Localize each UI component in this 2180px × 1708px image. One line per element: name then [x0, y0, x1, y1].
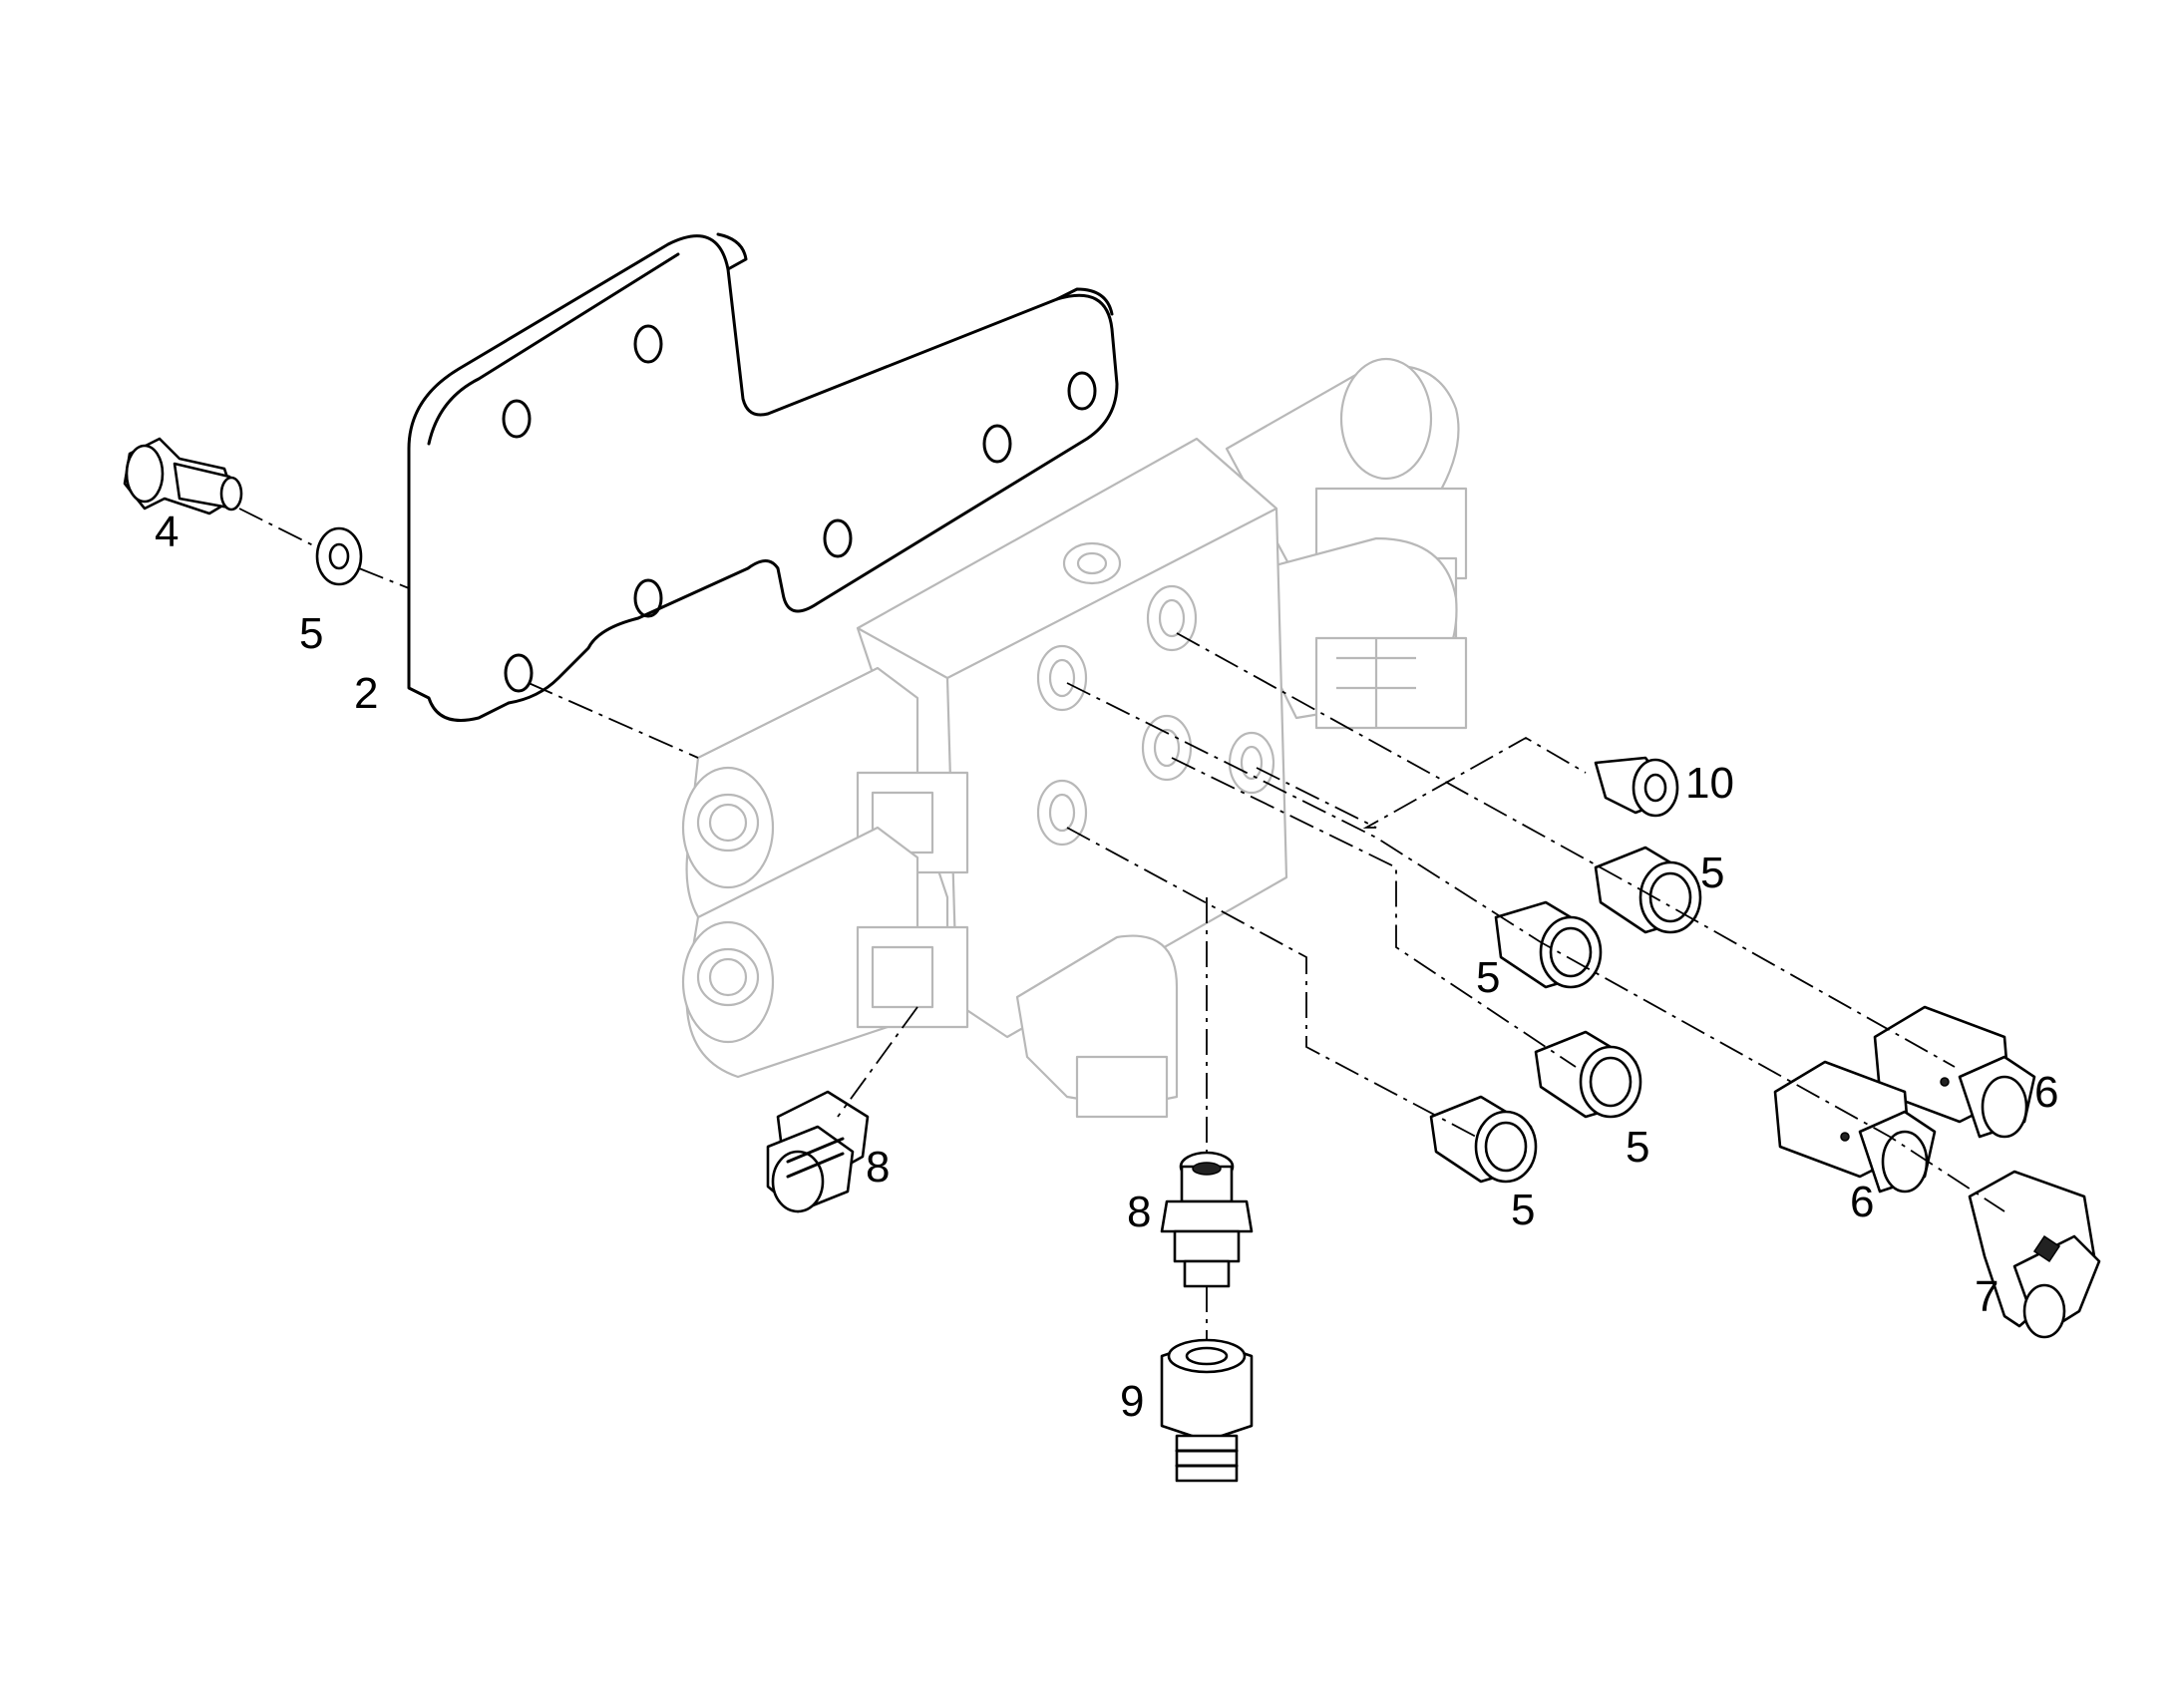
callout-4: 5	[299, 609, 323, 658]
callout-2: 2	[354, 669, 378, 718]
washer	[315, 526, 363, 586]
adapter-6-upper	[1873, 1005, 2036, 1139]
plug-fitting	[1594, 756, 1679, 818]
fitting-8-left	[766, 1090, 870, 1213]
assembly-lines	[238, 508, 2005, 1341]
callout-10: 10	[1685, 759, 1734, 808]
fitting-9	[1160, 1338, 1254, 1483]
valve-block-assembly	[681, 357, 1468, 1119]
fitting-5-right	[1534, 1030, 1642, 1119]
callout-8-left: 8	[866, 1143, 890, 1192]
callout-5-right: 5	[1626, 1123, 1649, 1172]
fitting-5-bottom	[1429, 1095, 1538, 1184]
callout-3: 4	[155, 508, 179, 556]
bolt	[123, 437, 243, 515]
callout-7: 7	[1975, 1272, 1998, 1321]
fitting-5-top	[1594, 846, 1702, 934]
callout-5-top: 5	[1700, 849, 1724, 897]
callout-5-middle: 5	[1476, 953, 1500, 1002]
callout-5-bottom: 5	[1511, 1186, 1535, 1234]
callout-6-upper: 6	[2034, 1068, 2058, 1117]
fitting-8-center	[1160, 1151, 1254, 1288]
mounting-plate	[407, 232, 1119, 722]
callout-6-lower: 6	[1850, 1178, 1874, 1226]
callout-9: 9	[1120, 1377, 1144, 1426]
elbow-fitting	[1968, 1170, 2101, 1339]
callout-labels: 4 5 2 10 5 5 5 5 6 6 7 8 8 9	[155, 508, 2058, 1426]
fitting-5-middle	[1494, 900, 1603, 989]
callout-8-center: 8	[1127, 1188, 1151, 1236]
